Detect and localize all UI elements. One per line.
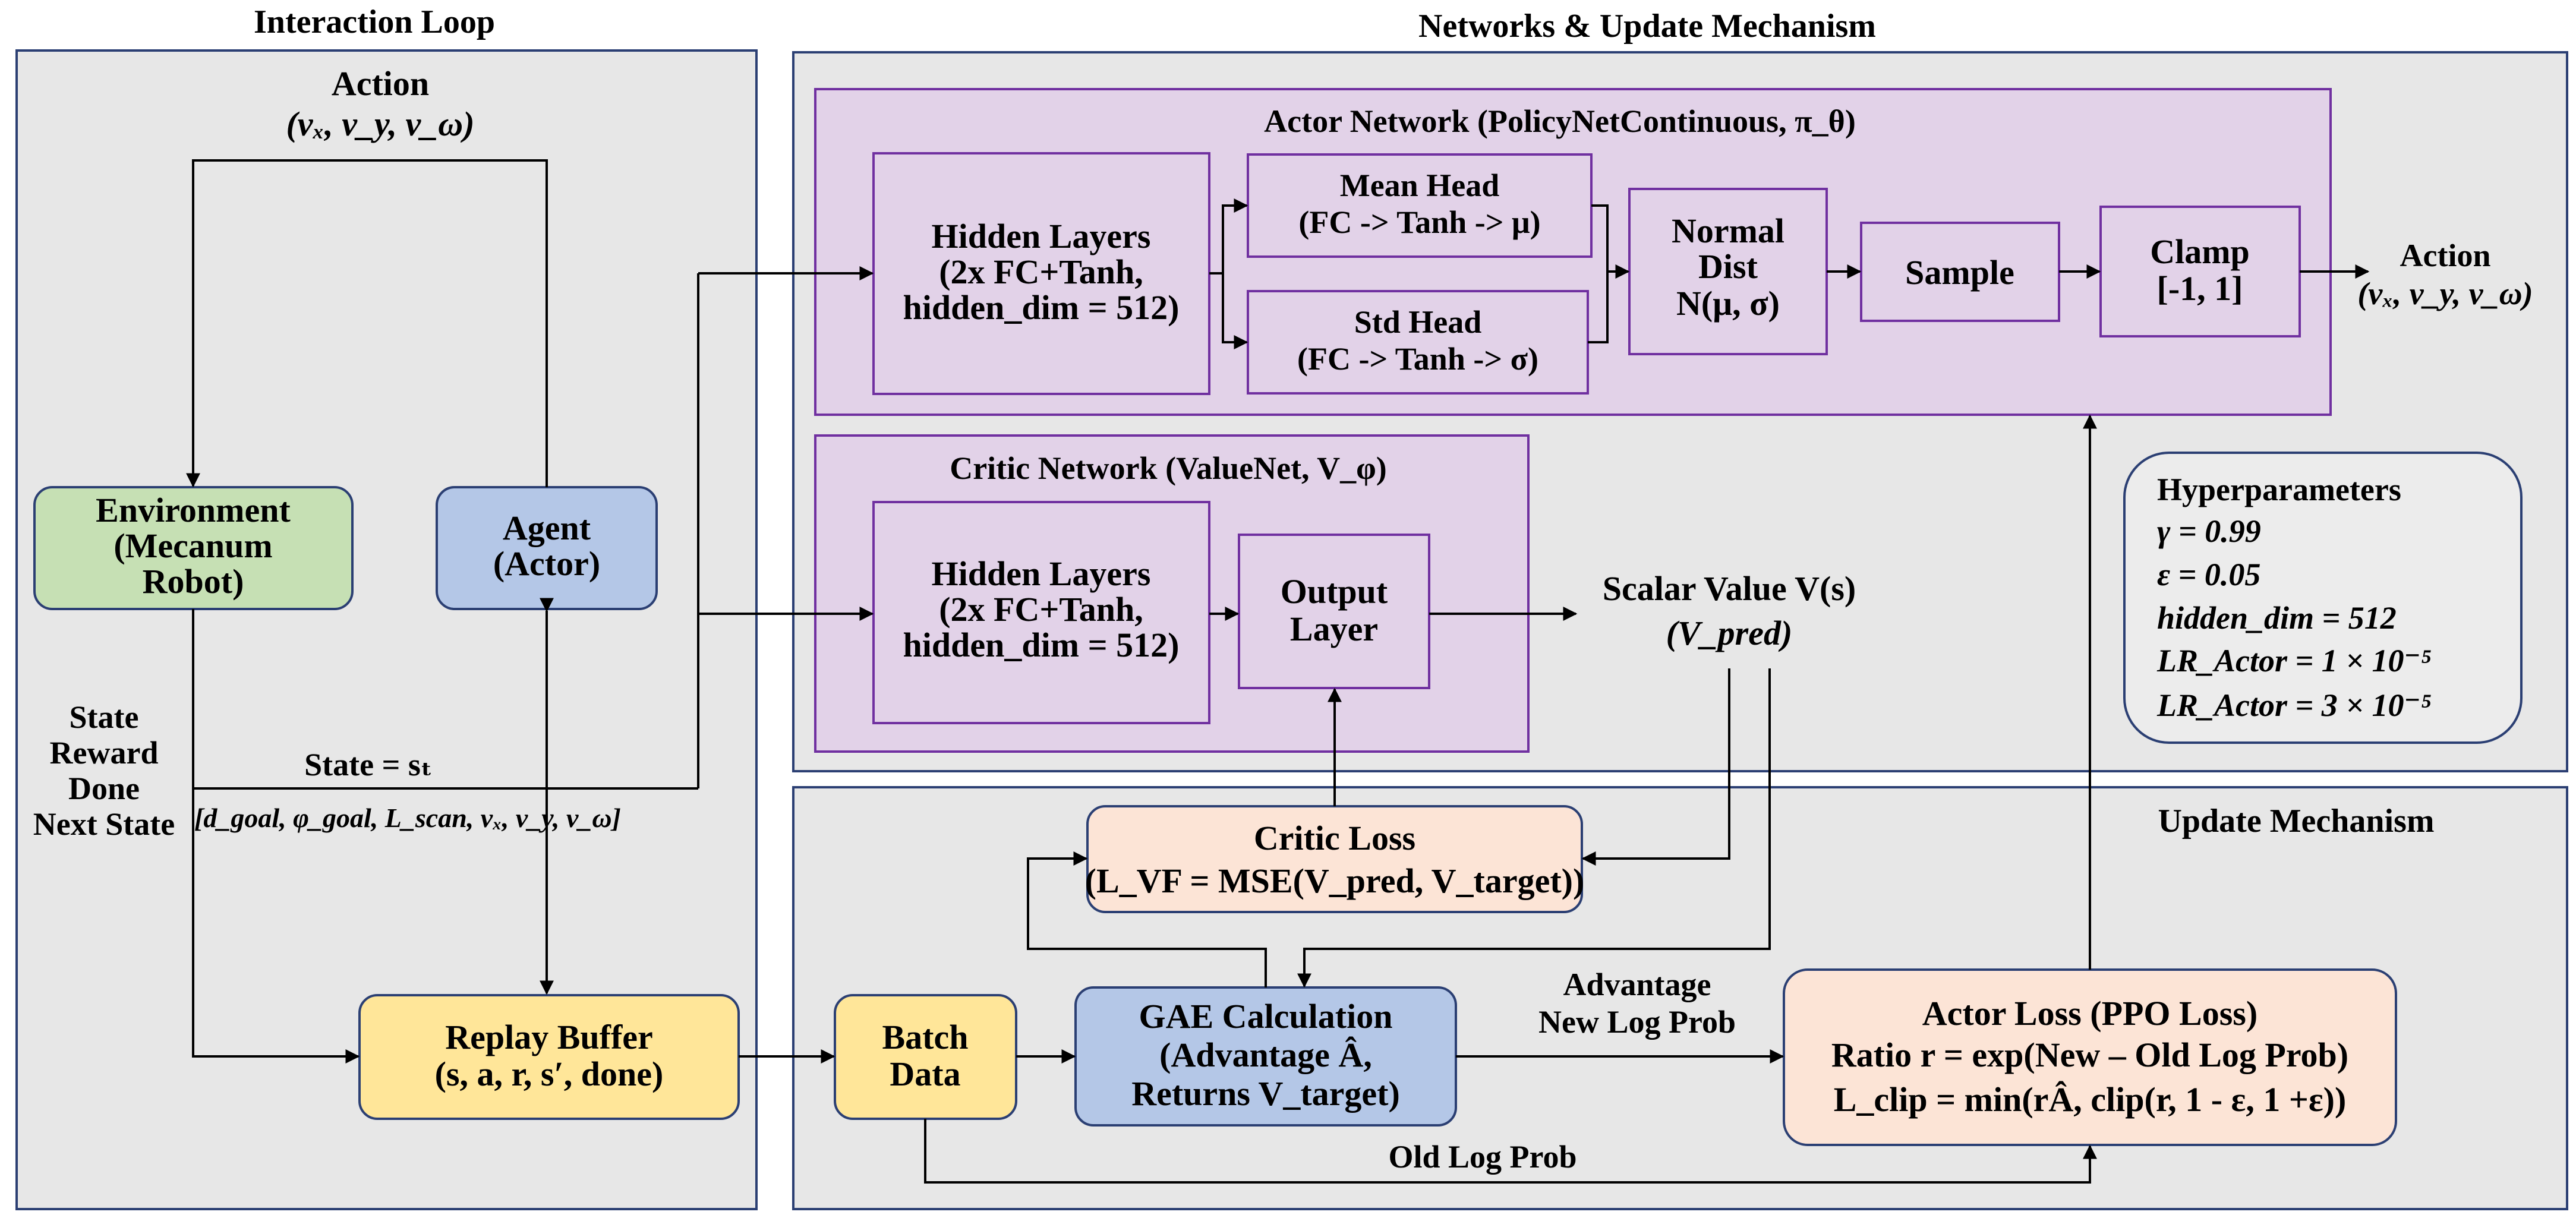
advantage-label-line-1: Advantage [1563, 967, 1711, 1002]
edge-batch-to-actor-loss-old-log-prob [924, 1119, 2097, 1184]
replay-buffer-line-2: (s, a, r, s′, done) [435, 1055, 664, 1093]
hyperparameters-title: Hyperparameters [2157, 472, 2401, 507]
actor-hidden-layers-line-2: (2x FC+Tanh, [939, 253, 1143, 291]
critic-hidden-layers-box [872, 501, 1210, 724]
hyperparameter-lr-1: LR_Actor = 1 × 10⁻⁵ [2156, 643, 2432, 679]
gae-line-2: (Advantage Â, [1159, 1036, 1372, 1074]
critic-hidden-layers-line-1: Hidden Layers [932, 554, 1151, 593]
edge-scalar-to-critic-loss [1581, 668, 1730, 866]
networks-title: Networks & Update Mechanism [1418, 8, 1876, 45]
actor-hidden-layers-box [872, 152, 1210, 395]
loop-action-title: Action [332, 64, 429, 103]
edge-actor-hidden-to-std-head [1222, 273, 1248, 349]
actor-loss-line-2: Ratio r = exp(New – Old Log Prob) [1831, 1036, 2348, 1074]
hyperparameter-lr-2: LR_Actor = 3 × 10⁻⁵ [2156, 687, 2432, 723]
environment-line-1: Environment [96, 491, 291, 529]
transition-label-state: State [70, 699, 139, 735]
replay-buffer-line-1: Replay Buffer [445, 1018, 653, 1056]
std-head-line-1: Std Head [1354, 304, 1482, 340]
normal-dist-line-3: N(μ, σ) [1676, 284, 1780, 323]
state-label: State = sₜ [304, 747, 433, 782]
clamp-line-1: Clamp [2150, 232, 2250, 271]
critic-hidden-layers-line-3: hidden_dim = 512) [903, 626, 1180, 664]
scalar-value-line-2: (V_pred) [1666, 614, 1793, 652]
edge-std-head-to-normal [1588, 272, 1609, 343]
transition-label-done: Done [68, 771, 140, 806]
edge-actor-hidden-to-mean-head [1209, 198, 1248, 274]
mean-head-box [1247, 153, 1593, 258]
output-layer-line-1: Output [1281, 572, 1388, 611]
actor-loss-line-1: Actor Loss (PPO Loss) [1922, 994, 2257, 1033]
critic-loss-line-2: (L_VF = MSE(V_pred, V_target)) [1085, 862, 1585, 900]
edge-environment-replay-buffer [192, 788, 360, 1064]
mean-head-line-1: Mean Head [1340, 168, 1499, 203]
std-head-line-2: (FC -> Tanh -> σ) [1297, 341, 1538, 377]
agent-line-1: Agent [503, 509, 591, 547]
edge-gae-to-critic-loss [1027, 851, 1267, 987]
gae-line-3: Returns V_target) [1131, 1074, 1400, 1113]
advantage-label-line-2: New Log Prob [1538, 1004, 1736, 1040]
actor-hidden-layers-line-1: Hidden Layers [932, 217, 1151, 255]
batch-data-line-1: Batch [882, 1018, 969, 1056]
update-mechanism-title: Update Mechanism [2158, 803, 2434, 840]
hyperparameters-box [2123, 452, 2523, 744]
old-log-prob-label: Old Log Prob [1388, 1139, 1577, 1175]
output-layer-line-2: Layer [1290, 610, 1378, 648]
clamp-line-2: [-1, 1] [2157, 269, 2243, 308]
agent-line-2: (Actor) [493, 544, 600, 583]
transition-label-next-state: Next State [33, 806, 175, 842]
edge-mean-head-to-normal [1591, 204, 1609, 272]
environment-line-2: (Mecanum [113, 526, 272, 565]
hyperparameter-hidden-dim: hidden_dim = 512 [2157, 600, 2397, 636]
interaction-loop-title: Interaction Loop [254, 4, 495, 40]
gae-line-1: GAE Calculation [1139, 997, 1393, 1036]
action-output-line-1: Action [2400, 238, 2491, 273]
hyperparameter-gamma: γ = 0.99 [2157, 513, 2261, 549]
std-head-box [1247, 290, 1589, 395]
normal-dist-line-1: Normal [1672, 212, 1784, 250]
edge-scalar-to-gae [1297, 668, 1771, 988]
actor-hidden-layers-line-3: hidden_dim = 512) [903, 288, 1180, 327]
sample-label: Sample [1905, 253, 2014, 292]
loop-action-vars: (vₓ, v_y, v_ω) [286, 105, 474, 143]
scalar-value-line-1: Scalar Value V(s) [1603, 569, 1856, 608]
critic-hidden-layers-line-2: (2x FC+Tanh, [939, 590, 1143, 629]
environment-line-3: Robot) [143, 562, 244, 601]
mean-head-line-2: (FC -> Tanh -> μ) [1298, 204, 1540, 240]
transition-label-reward: Reward [50, 735, 159, 771]
action-output-line-2: (vₓ, v_y, v_ω) [2357, 276, 2533, 311]
actor-loss-line-3: L_clip = min(rÂ, clip(r, 1 - ε, 1 +ε)) [1834, 1080, 2347, 1119]
edge-agent-action-environment [186, 159, 548, 488]
critic-loss-line-1: Critic Loss [1254, 819, 1415, 857]
actor-network-title: Actor Network (PolicyNetContinuous, π_θ) [1264, 103, 1856, 139]
batch-data-line-2: Data [890, 1055, 960, 1093]
normal-dist-line-2: Dist [1698, 247, 1758, 286]
hyperparameter-epsilon: ε = 0.05 [2157, 557, 2260, 592]
state-vector: [d_goal, φ_goal, L_scan, vₓ, v_y, v_ω] [194, 803, 621, 833]
clamp-box [2099, 206, 2301, 337]
critic-network-title: Critic Network (ValueNet, V_φ) [950, 450, 1387, 486]
